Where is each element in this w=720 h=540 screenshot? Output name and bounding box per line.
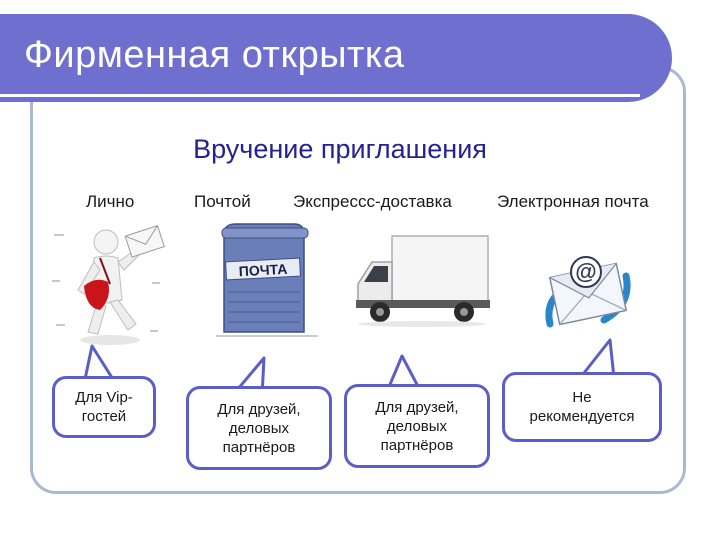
note-bubble-express: Для друзей, деловых партнёров bbox=[344, 384, 490, 468]
email-envelope-icon: @ bbox=[545, 256, 631, 328]
bubble-tail-email bbox=[578, 338, 616, 379]
note-bubble-email: Не рекомендуется bbox=[502, 372, 662, 442]
method-label-personal: Лично bbox=[86, 192, 135, 211]
person-with-envelope-icon bbox=[48, 220, 166, 348]
title-bar bbox=[0, 14, 672, 102]
note-text-post: Для друзей, деловых партнёров bbox=[217, 400, 301, 456]
title-underline bbox=[0, 94, 640, 97]
bubble-tail-personal bbox=[82, 344, 118, 385]
note-text-personal: Для Vip- гостей bbox=[75, 389, 133, 425]
svg-text:@: @ bbox=[575, 259, 596, 284]
note-bubble-personal: Для Vip- гостей bbox=[52, 376, 156, 438]
method-label-express: Экспрессс-доставка bbox=[293, 192, 452, 211]
method-label-email: Электронная почта bbox=[497, 192, 649, 211]
note-bubble-post: Для друзей, деловых партнёров bbox=[186, 386, 332, 470]
delivery-van-icon bbox=[356, 235, 490, 327]
mailbox-sign: ПОЧТА bbox=[238, 261, 287, 280]
note-text-express: Для друзей, деловых партнёров bbox=[375, 398, 459, 454]
mailbox-icon: ПОЧТА bbox=[216, 223, 318, 337]
page-title: Фирменная открытка bbox=[24, 34, 405, 76]
diagram-subtitle: Вручение приглашения bbox=[193, 134, 487, 164]
method-label-post: Почтой bbox=[194, 192, 251, 211]
note-text-email: Не рекомендуется bbox=[529, 389, 635, 425]
